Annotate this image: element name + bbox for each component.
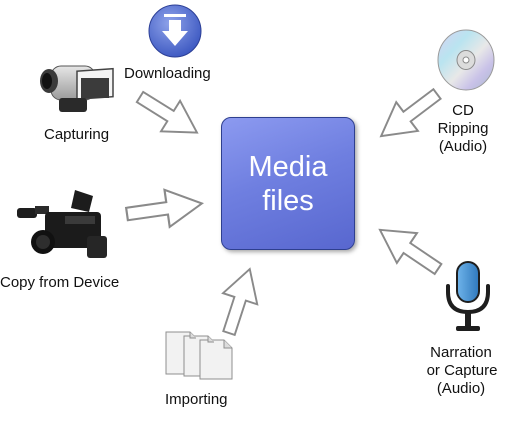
label-cd-ripping-line3: (Audio) bbox=[433, 138, 493, 156]
pro-video-camera-icon bbox=[15, 190, 110, 262]
label-narration-line2: or Capture bbox=[418, 362, 506, 380]
arrow-from-narration bbox=[370, 215, 448, 284]
label-narration-line1: Narration bbox=[418, 344, 504, 362]
label-capturing: Capturing bbox=[44, 126, 109, 144]
label-cd-ripping-line2: Ripping bbox=[433, 120, 493, 138]
arrow-from-capturing bbox=[130, 82, 206, 148]
label-cd-ripping-line1: CD bbox=[438, 102, 488, 120]
label-copy-from-device: Copy from Device bbox=[0, 274, 119, 292]
arrow-from-copy-device bbox=[124, 185, 204, 233]
documents-icon bbox=[164, 328, 236, 380]
cd-icon bbox=[434, 28, 498, 92]
label-narration-line3: (Audio) bbox=[418, 380, 504, 398]
label-importing: Importing bbox=[165, 391, 228, 409]
download-arrow-icon bbox=[147, 3, 203, 59]
media-files-box: Media files bbox=[221, 117, 355, 250]
camcorder-icon bbox=[37, 56, 117, 120]
microphone-icon bbox=[441, 258, 497, 338]
label-downloading: Downloading bbox=[124, 65, 211, 83]
media-files-label: Media files bbox=[249, 150, 328, 218]
